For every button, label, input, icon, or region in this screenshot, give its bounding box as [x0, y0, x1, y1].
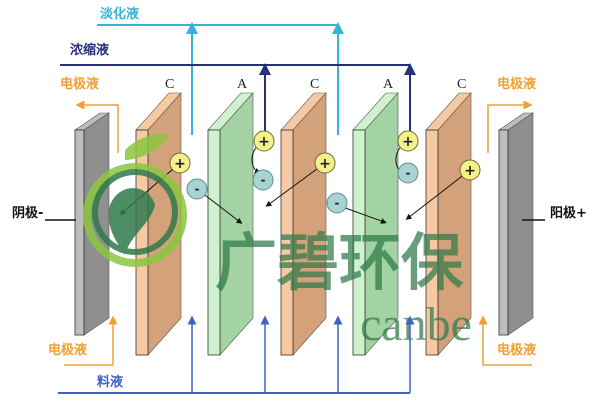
cathode-plate — [74, 112, 110, 336]
anion-sign: - — [335, 196, 340, 210]
cation: + — [314, 152, 336, 174]
anion: - — [397, 162, 419, 184]
anion: - — [326, 192, 348, 214]
anion-sign: - — [261, 173, 266, 187]
electrode-label-left-top: 电极液 — [60, 76, 99, 92]
cation: + — [459, 159, 481, 181]
cation: + — [253, 130, 275, 152]
anion-membrane — [207, 92, 254, 356]
feed-pipes — [58, 315, 415, 394]
anion: - — [186, 178, 208, 200]
electrode-inflow-right — [478, 315, 532, 366]
cation-membrane — [280, 92, 327, 356]
electrode-outflow-right — [487, 100, 533, 153]
cation-sign: + — [402, 134, 414, 150]
membrane-label-c3: C — [457, 77, 466, 92]
membrane-label-c2: C — [310, 77, 319, 92]
electrode-inflow-left — [64, 315, 118, 366]
feed-label: 料液 — [97, 374, 123, 390]
diluate-pipes — [97, 22, 344, 135]
diluate-label: 淡化液 — [100, 6, 139, 22]
electrode-label-left-bottom: 电极液 — [48, 342, 87, 358]
anode-plate — [498, 112, 534, 336]
anode-label: 阳极+ — [550, 205, 587, 221]
electrode-label-right-bottom: 电极液 — [497, 342, 536, 358]
anion-sign: - — [406, 166, 411, 180]
electrode-outflow-left — [75, 100, 119, 153]
cation-sign: + — [174, 156, 186, 172]
cation: + — [169, 152, 191, 174]
cation-membrane — [425, 92, 472, 356]
anion-membrane — [352, 92, 399, 356]
watermark-logo: 广碧环保 canbe — [83, 133, 472, 351]
cation: + — [397, 130, 419, 152]
concentrate-label: 浓缩液 — [70, 42, 109, 58]
membrane-label-c1: C — [165, 77, 174, 92]
electrode-label-right-top: 电极液 — [497, 76, 536, 92]
cation-sign: + — [319, 156, 331, 172]
anion: - — [252, 169, 274, 191]
cation-sign: + — [258, 134, 270, 150]
watermark-en: canbe — [360, 298, 472, 351]
cation-sign: + — [464, 163, 476, 179]
watermark-cn: 广碧环保 — [215, 226, 464, 299]
cathode-label: 阴极- — [12, 205, 43, 221]
membrane-label-a2: A — [383, 77, 394, 92]
membrane-label-a1: A — [237, 77, 248, 92]
anion-sign: - — [195, 182, 200, 196]
